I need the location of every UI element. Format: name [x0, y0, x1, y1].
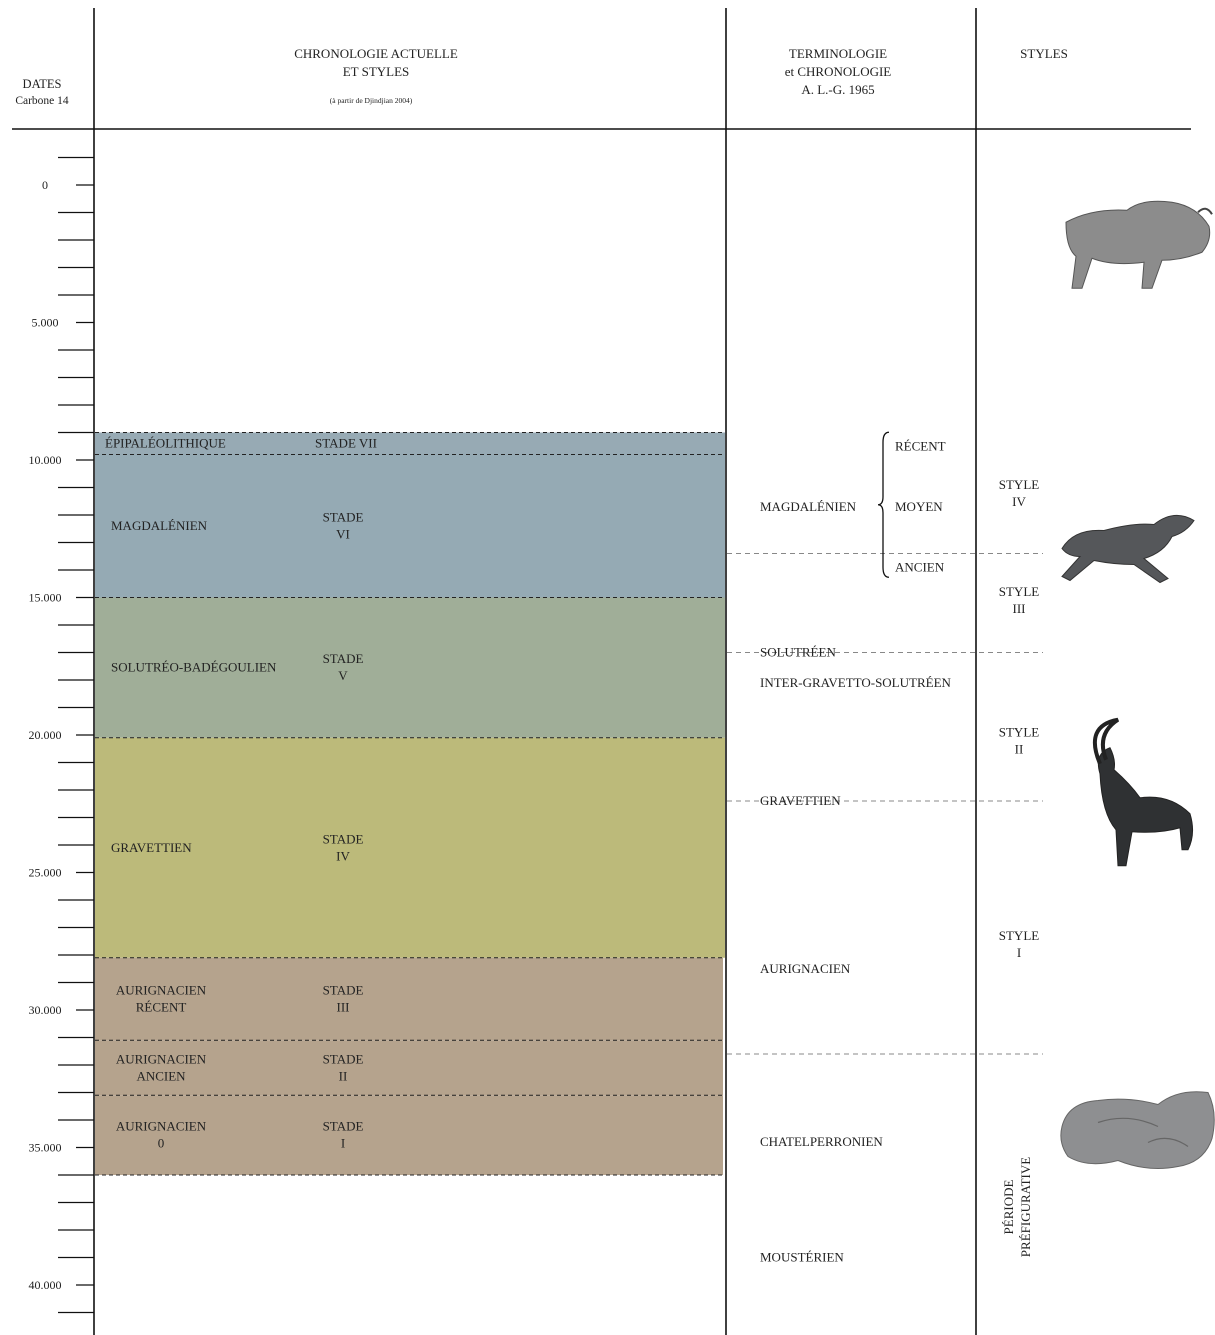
terminology-label: MAGDALÉNIEN — [760, 499, 857, 514]
axis-label: 40.000 — [29, 1278, 62, 1292]
header-term-3: A. L.-G. 1965 — [801, 82, 874, 97]
period-name: ANCIEN — [136, 1068, 186, 1083]
period-stage: I — [341, 1136, 345, 1151]
period-stage: III — [337, 1000, 350, 1015]
style-label: STYLE — [999, 584, 1040, 599]
period-stage: STADE — [323, 831, 364, 846]
brace-icon — [878, 432, 889, 577]
header-carbone: Carbone 14 — [15, 95, 69, 107]
magdalenian-subphase: RÉCENT — [895, 438, 946, 453]
terminology-label: AURIGNACIEN — [760, 961, 851, 976]
ibex-horn — [1095, 720, 1118, 764]
axis-label: 15.000 — [29, 591, 62, 605]
bison-body — [1066, 201, 1210, 288]
terminology-label: SOLUTRÉEN — [760, 645, 836, 660]
block-body — [1061, 1092, 1214, 1169]
terminology-label: MOUSTÉRIEN — [760, 1250, 844, 1265]
axis-label: 25.000 — [29, 866, 62, 880]
period-stage: IV — [336, 848, 350, 863]
axis-label: 10.000 — [29, 453, 62, 467]
period-band — [95, 1095, 723, 1175]
period-name: 0 — [158, 1136, 165, 1151]
period-stage: STADE — [323, 1051, 364, 1066]
header-chrono-2: ET STYLES — [343, 64, 410, 79]
period-stage: II — [339, 1068, 348, 1083]
terminology-label: INTER-GRAVETTO-SOLUTRÉEN — [760, 675, 952, 690]
bison-horn — [1198, 209, 1212, 215]
magdalenian-subphase: ANCIEN — [895, 559, 945, 574]
period-name: MAGDALÉNIEN — [111, 518, 208, 533]
period-stage: STADE — [323, 983, 364, 998]
period-name: RÉCENT — [136, 1000, 187, 1015]
axis-ticks: 0 5.000 10.000 15.000 20.000 25.000 30.000 35.0… — [29, 158, 95, 1313]
ibex-body — [1098, 748, 1192, 866]
terminology-column: MAGDALÉNIEN SOLUTRÉEN INTER-GRAVETTO-SOLUT… — [727, 432, 1043, 1264]
header-dates: DATES — [23, 77, 62, 91]
header-term-2: et CHRONOLOGIE — [785, 64, 892, 79]
style-label: IV — [1012, 494, 1026, 509]
axis-label: 20.000 — [29, 728, 62, 742]
period-name: SOLUTRÉO-BADÉGOULIEN — [111, 660, 277, 675]
header-chrono-note: (à partir de Djindjian 2004) — [330, 96, 413, 105]
period-band — [95, 1040, 723, 1095]
period-stage: STADE — [323, 651, 364, 666]
engraved-block-icon — [1061, 1092, 1214, 1169]
style-label: STYLE — [999, 928, 1040, 943]
period-name: GRAVETTIEN — [111, 840, 192, 855]
style-label: III — [1013, 601, 1026, 616]
prefigurative-line: PRÉFIGURATIVE — [1018, 1157, 1033, 1257]
period-name: AURIGNACIEN — [116, 983, 207, 998]
axis-label: 30.000 — [29, 1003, 62, 1017]
horse-icon — [1062, 515, 1194, 582]
prefigurative-label: PÉRIODEPRÉFIGURATIVE — [1001, 1157, 1033, 1257]
style-label: II — [1015, 741, 1024, 756]
period-band — [95, 958, 723, 1041]
rock-art-images — [1061, 201, 1214, 1168]
terminology-label: GRAVETTIEN — [760, 793, 841, 808]
header-term-1: TERMINOLOGIE — [789, 46, 887, 61]
magdalenian-subphase: MOYEN — [895, 499, 943, 514]
style-label: STYLE — [999, 724, 1040, 739]
style-label: I — [1017, 945, 1021, 960]
terminology-label: CHATELPERRONIEN — [760, 1134, 883, 1149]
bison-icon — [1066, 201, 1212, 288]
style-label: STYLE — [999, 477, 1040, 492]
prefigurative-line: PÉRIODE — [1001, 1179, 1016, 1234]
axis-label: 0 — [42, 178, 48, 192]
period-stage: V — [338, 668, 348, 683]
axis-label: 5.000 — [32, 316, 59, 330]
period-stage: STADE VII — [315, 436, 377, 451]
horse-body — [1062, 515, 1194, 582]
period-name: ÉPIPALÉOLITHIQUE — [105, 436, 226, 451]
period-name: AURIGNACIEN — [116, 1119, 207, 1134]
period-stage: STADE — [323, 510, 364, 525]
period-name: AURIGNACIEN — [116, 1051, 207, 1066]
period-bands: ÉPIPALÉOLITHIQUESTADE VIIMAGDALÉNIENSTAD… — [95, 433, 725, 1176]
header-chrono-1: CHRONOLOGIE ACTUELLE — [294, 46, 458, 61]
ibex-icon — [1095, 720, 1193, 866]
period-stage: VI — [336, 527, 350, 542]
styles-column: STYLE IV STYLE III STYLE II STYLE I PÉRIODEPRÉFI… — [999, 477, 1040, 1257]
header-styles: STYLES — [1020, 46, 1068, 61]
axis-label: 35.000 — [29, 1141, 62, 1155]
period-stage: STADE — [323, 1119, 364, 1134]
